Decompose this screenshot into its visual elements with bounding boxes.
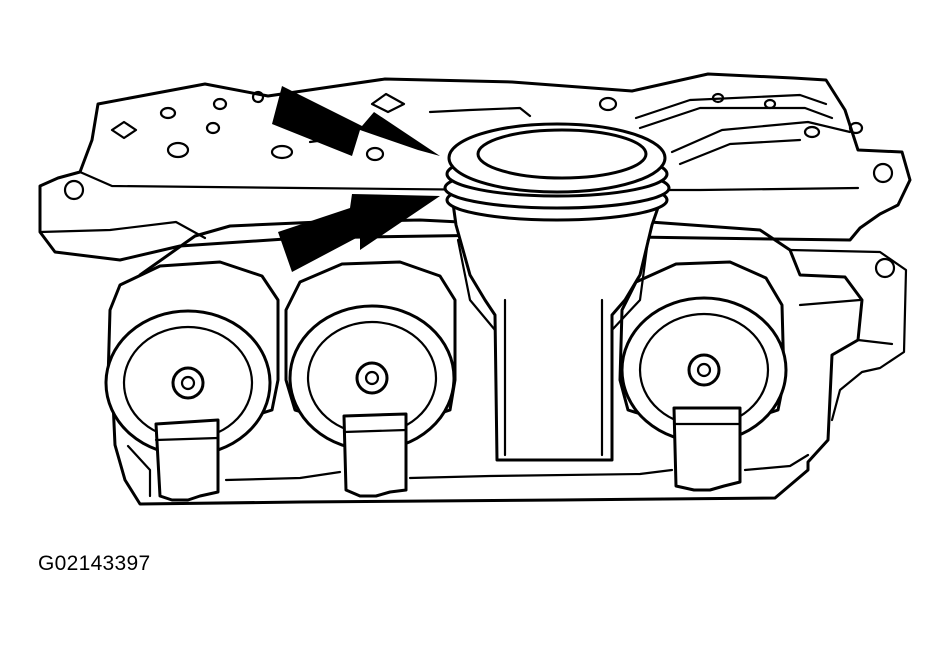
center-tube	[450, 194, 664, 462]
solenoid-left	[104, 260, 280, 457]
solenoid-right	[618, 260, 788, 444]
o-ring-groove-assembly	[443, 122, 671, 222]
figure-code-label: G02143397	[38, 552, 151, 575]
connector-center	[342, 412, 408, 498]
base-edge	[126, 444, 810, 498]
fluid-passages	[110, 90, 864, 166]
arrow-upper	[272, 86, 440, 156]
connector-right	[672, 406, 742, 492]
connector-left	[154, 418, 220, 502]
arrow-lower	[278, 194, 440, 272]
solenoid-center	[284, 260, 457, 452]
